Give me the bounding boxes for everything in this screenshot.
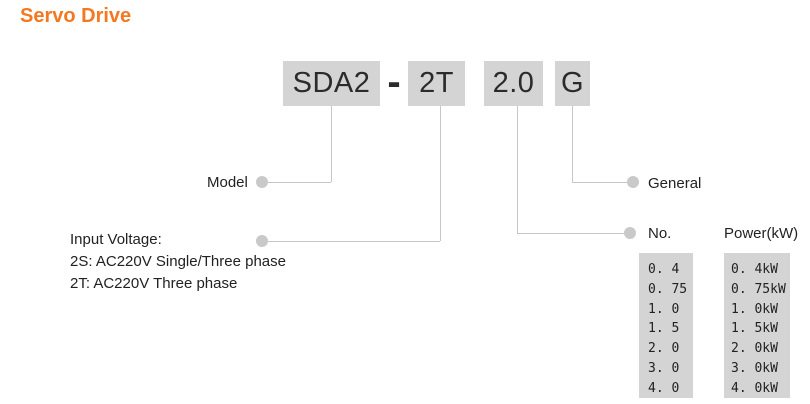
connector-line-model-horizontal: [268, 182, 331, 183]
code-segment-power: 2.0: [484, 61, 543, 106]
power-value: 3. 0kW: [731, 360, 778, 376]
input-voltage-option-2t: 2T: AC220V Three phase: [70, 275, 238, 292]
connector-line-type-vertical: [572, 106, 573, 182]
model-label: Model: [207, 174, 248, 191]
power-values-table: 0. 4kW 0. 75kW 1. 0kW 1. 5kW 2. 0kW 3. 0…: [724, 253, 790, 398]
connector-line-model-vertical: [331, 106, 332, 182]
power-value: 2. 0kW: [731, 341, 778, 357]
input-voltage-option-2s: 2S: AC220V Single/Three phase: [70, 253, 286, 270]
no-column-header: No.: [648, 225, 672, 242]
power-value: 0. 4kW: [731, 262, 778, 277]
no-value: 4. 0: [648, 380, 680, 396]
connector-dot-input-voltage: [256, 235, 268, 247]
no-value: 2. 0: [648, 341, 680, 357]
general-label: General: [648, 175, 702, 192]
connector-line-voltage-horizontal: [268, 241, 440, 242]
power-value: 1. 5kW: [731, 321, 778, 337]
connector-dot-model: [256, 176, 268, 188]
no-value: 1. 0: [648, 301, 680, 317]
power-value: 4. 0kW: [731, 380, 778, 396]
no-value: 0. 4: [648, 262, 680, 277]
input-voltage-title: Input Voltage:: [70, 231, 162, 248]
code-segment-voltage: 2T: [408, 61, 465, 106]
code-separator-dash: -: [387, 60, 401, 104]
connector-line-power-vertical: [517, 106, 518, 233]
no-values-table: 0. 4 0. 75 1. 0 1. 5 2. 0 3. 0 4. 0: [639, 253, 693, 398]
power-value: 1. 0kW: [731, 301, 778, 317]
no-value: 3. 0: [648, 360, 680, 376]
connector-line-power-horizontal: [517, 233, 624, 234]
no-value: 1. 5: [648, 321, 680, 337]
connector-dot-no: [624, 227, 636, 239]
code-segment-type: G: [555, 61, 590, 106]
power-column-header: Power(kW): [724, 225, 799, 242]
code-segment-series: SDA2: [283, 61, 380, 106]
connector-line-voltage-vertical: [440, 106, 441, 241]
input-voltage-legend: Input Voltage: 2S: AC220V Single/Three p…: [70, 229, 286, 295]
no-value: 0. 75: [648, 281, 688, 297]
connector-dot-general: [627, 176, 639, 188]
connector-line-type-horizontal: [572, 182, 627, 183]
power-value: 0. 75kW: [731, 281, 786, 297]
page-title: Servo Drive: [20, 5, 132, 27]
